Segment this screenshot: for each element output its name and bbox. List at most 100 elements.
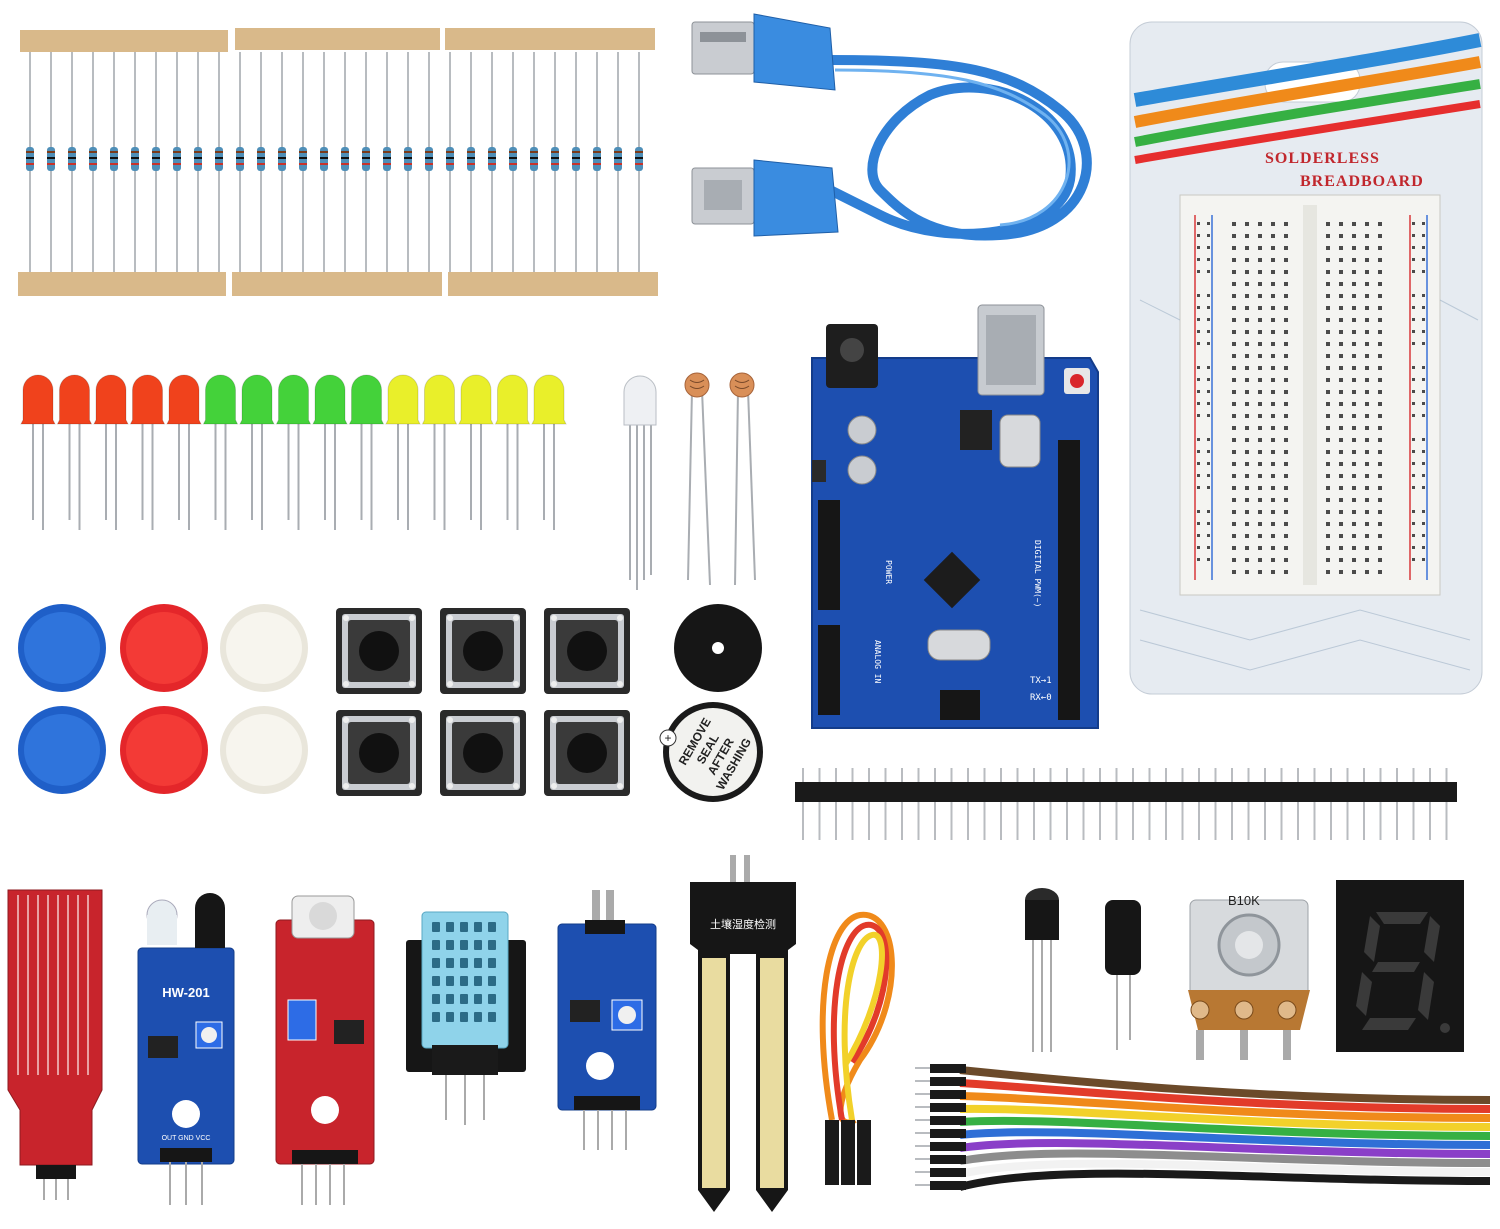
soil-sensor-label: 土壤湿度检测 bbox=[710, 917, 776, 931]
jumper-pin-housing bbox=[930, 1181, 966, 1190]
ir-module-pins: OUT GND VCC bbox=[162, 1135, 211, 1142]
resistor bbox=[278, 147, 286, 171]
tilt-switch bbox=[1105, 900, 1141, 1050]
resistor bbox=[551, 147, 559, 171]
tactile-switch bbox=[336, 608, 422, 694]
resistor bbox=[341, 147, 349, 171]
resistor bbox=[320, 147, 328, 171]
jumper-pin-housing bbox=[930, 1155, 966, 1164]
active-buzzer: + REMOVE SEAL AFTER WASHING bbox=[659, 702, 763, 802]
resistor bbox=[467, 147, 475, 171]
jumper-pin-housing bbox=[930, 1168, 966, 1177]
uno-power-label: POWER bbox=[884, 560, 893, 584]
resistor-strips bbox=[18, 28, 658, 296]
jumper-pin-housing bbox=[930, 1077, 966, 1086]
svg-text:+: + bbox=[664, 731, 671, 745]
usb-cable bbox=[691, 13, 1092, 241]
uno-tx-label: TX→1 bbox=[1030, 676, 1052, 686]
led bbox=[129, 374, 166, 530]
jumper-wire bbox=[959, 1066, 1491, 1104]
resistor bbox=[593, 147, 601, 171]
usb-b-plug-icon bbox=[691, 159, 839, 237]
led bbox=[385, 374, 421, 530]
dht11-sensor-module bbox=[406, 911, 526, 1125]
resistor bbox=[68, 147, 76, 171]
jumper-pin-housing bbox=[930, 1064, 966, 1073]
resistor bbox=[194, 147, 202, 171]
resistor bbox=[215, 147, 223, 171]
resistor bbox=[89, 147, 97, 171]
led bbox=[312, 374, 348, 530]
rgb-led bbox=[623, 375, 657, 590]
uno-analog-label: ANALOG IN bbox=[873, 640, 882, 684]
resistor bbox=[572, 147, 580, 171]
resistor bbox=[362, 147, 370, 171]
arduino-uno-board: POWER ANALOG IN DIGITAL PWM(~) TX→1 RX←0 bbox=[811, 304, 1099, 729]
jumper-pin-housing bbox=[930, 1103, 966, 1112]
jumper-wire bbox=[959, 1079, 1491, 1113]
led bbox=[56, 374, 93, 530]
jumper-wire bbox=[959, 1092, 1491, 1122]
transistor bbox=[1025, 888, 1059, 1052]
jumper-wire bbox=[958, 1169, 1491, 1191]
jumper-pin-housing bbox=[930, 1116, 966, 1125]
photoresistors bbox=[684, 372, 756, 586]
soil-moisture-probe: 土壤湿度检测 bbox=[690, 855, 796, 1212]
resistor bbox=[614, 147, 622, 171]
tactile-switch bbox=[336, 710, 422, 796]
water-level-sensor bbox=[7, 889, 103, 1200]
resistor bbox=[152, 147, 160, 171]
comparator-module bbox=[557, 890, 657, 1150]
led bbox=[202, 374, 239, 530]
potentiometer: B10K bbox=[1188, 893, 1310, 1060]
jumper-wire bbox=[959, 1149, 1491, 1167]
led bbox=[239, 374, 275, 530]
tactile-switch bbox=[440, 608, 526, 694]
tactile-switches bbox=[336, 608, 630, 796]
resistor bbox=[383, 147, 391, 171]
pin-header-strip bbox=[795, 768, 1457, 840]
resistor bbox=[47, 147, 55, 171]
ir-obstacle-module: HW-201 OUT GND VCC bbox=[137, 893, 235, 1205]
resistor bbox=[446, 147, 454, 171]
jumper-wire bbox=[959, 1116, 1491, 1140]
led bbox=[458, 374, 494, 530]
ir-module-label: HW-201 bbox=[162, 985, 209, 1000]
uno-rx-label: RX←0 bbox=[1030, 693, 1052, 703]
jumper-wire bbox=[959, 1104, 1491, 1131]
jumper-pin-housing bbox=[930, 1129, 966, 1138]
led bbox=[421, 374, 458, 530]
button-caps bbox=[18, 604, 308, 794]
potentiometer-label: B10K bbox=[1228, 893, 1260, 908]
led bbox=[20, 374, 56, 530]
led bbox=[166, 374, 202, 530]
led bbox=[275, 374, 312, 530]
tactile-switch bbox=[544, 710, 630, 796]
tactile-switch bbox=[544, 608, 630, 694]
led bbox=[348, 374, 385, 530]
resistor bbox=[425, 147, 433, 171]
resistor bbox=[110, 147, 118, 171]
led bbox=[531, 374, 567, 530]
resistor bbox=[173, 147, 181, 171]
jumper-wire bbox=[959, 1159, 1491, 1178]
jumper-wire-ribbon bbox=[915, 1064, 1491, 1191]
resistor bbox=[635, 147, 643, 171]
passive-buzzer bbox=[674, 604, 762, 692]
resistor bbox=[26, 147, 34, 171]
resistor bbox=[530, 147, 538, 171]
jumper-pin-housing bbox=[930, 1090, 966, 1099]
resistor bbox=[131, 147, 139, 171]
seven-segment-display bbox=[1336, 880, 1464, 1052]
three-wire-jumper bbox=[819, 911, 895, 1185]
led bbox=[93, 374, 129, 530]
uno-digital-label: DIGITAL PWM(~) bbox=[1033, 540, 1042, 607]
resistor bbox=[236, 147, 244, 171]
jumper-pin-housing bbox=[930, 1142, 966, 1151]
led bbox=[494, 374, 531, 530]
breadboard-package: SOLDERLESS BREADBOARD bbox=[1129, 21, 1483, 695]
resistor bbox=[509, 147, 517, 171]
breadboard-title-line2: BREADBOARD bbox=[1300, 173, 1424, 190]
jumper-wire bbox=[959, 1139, 1491, 1158]
sound-sensor-module bbox=[275, 895, 375, 1205]
